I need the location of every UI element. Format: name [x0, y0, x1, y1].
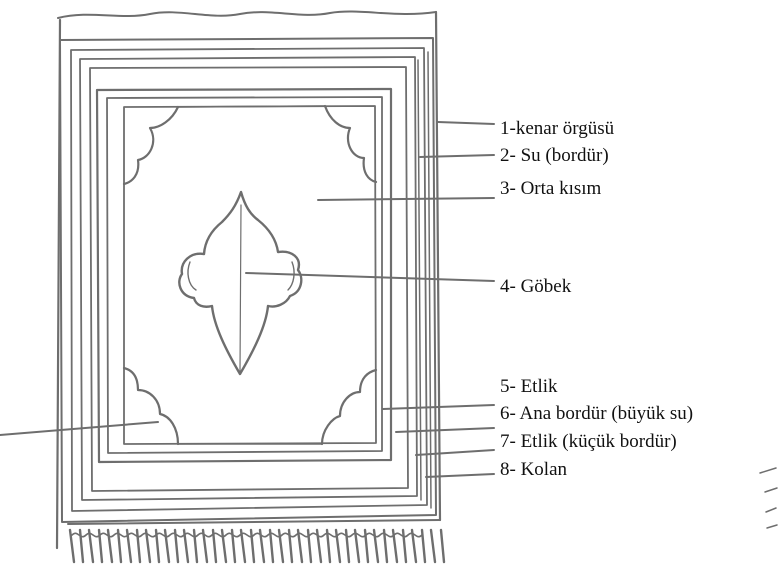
label-kolan: 8- Kolan — [500, 459, 567, 481]
bottom-fringe — [68, 520, 444, 562]
label-gobek: 4- Göbek — [500, 276, 571, 298]
label-su-bordur: 2- Su (bordür) — [500, 145, 609, 167]
label-kenar-orgusu: 1-kenar örgüsü — [500, 118, 614, 140]
border-lines — [57, 12, 440, 548]
top-edge-line — [58, 12, 436, 18]
central-medallion — [179, 192, 301, 374]
label-ana-bordur: 6- Ana bordür (büyük su) — [500, 403, 693, 425]
margin-marks — [760, 468, 777, 528]
label-orta-kisim: 3- Orta kısım — [500, 178, 601, 200]
label-etlik: 5- Etlik — [500, 376, 558, 398]
label-etlik-kucuk-bordur: 7- Etlik (küçük bordür) — [500, 431, 677, 453]
